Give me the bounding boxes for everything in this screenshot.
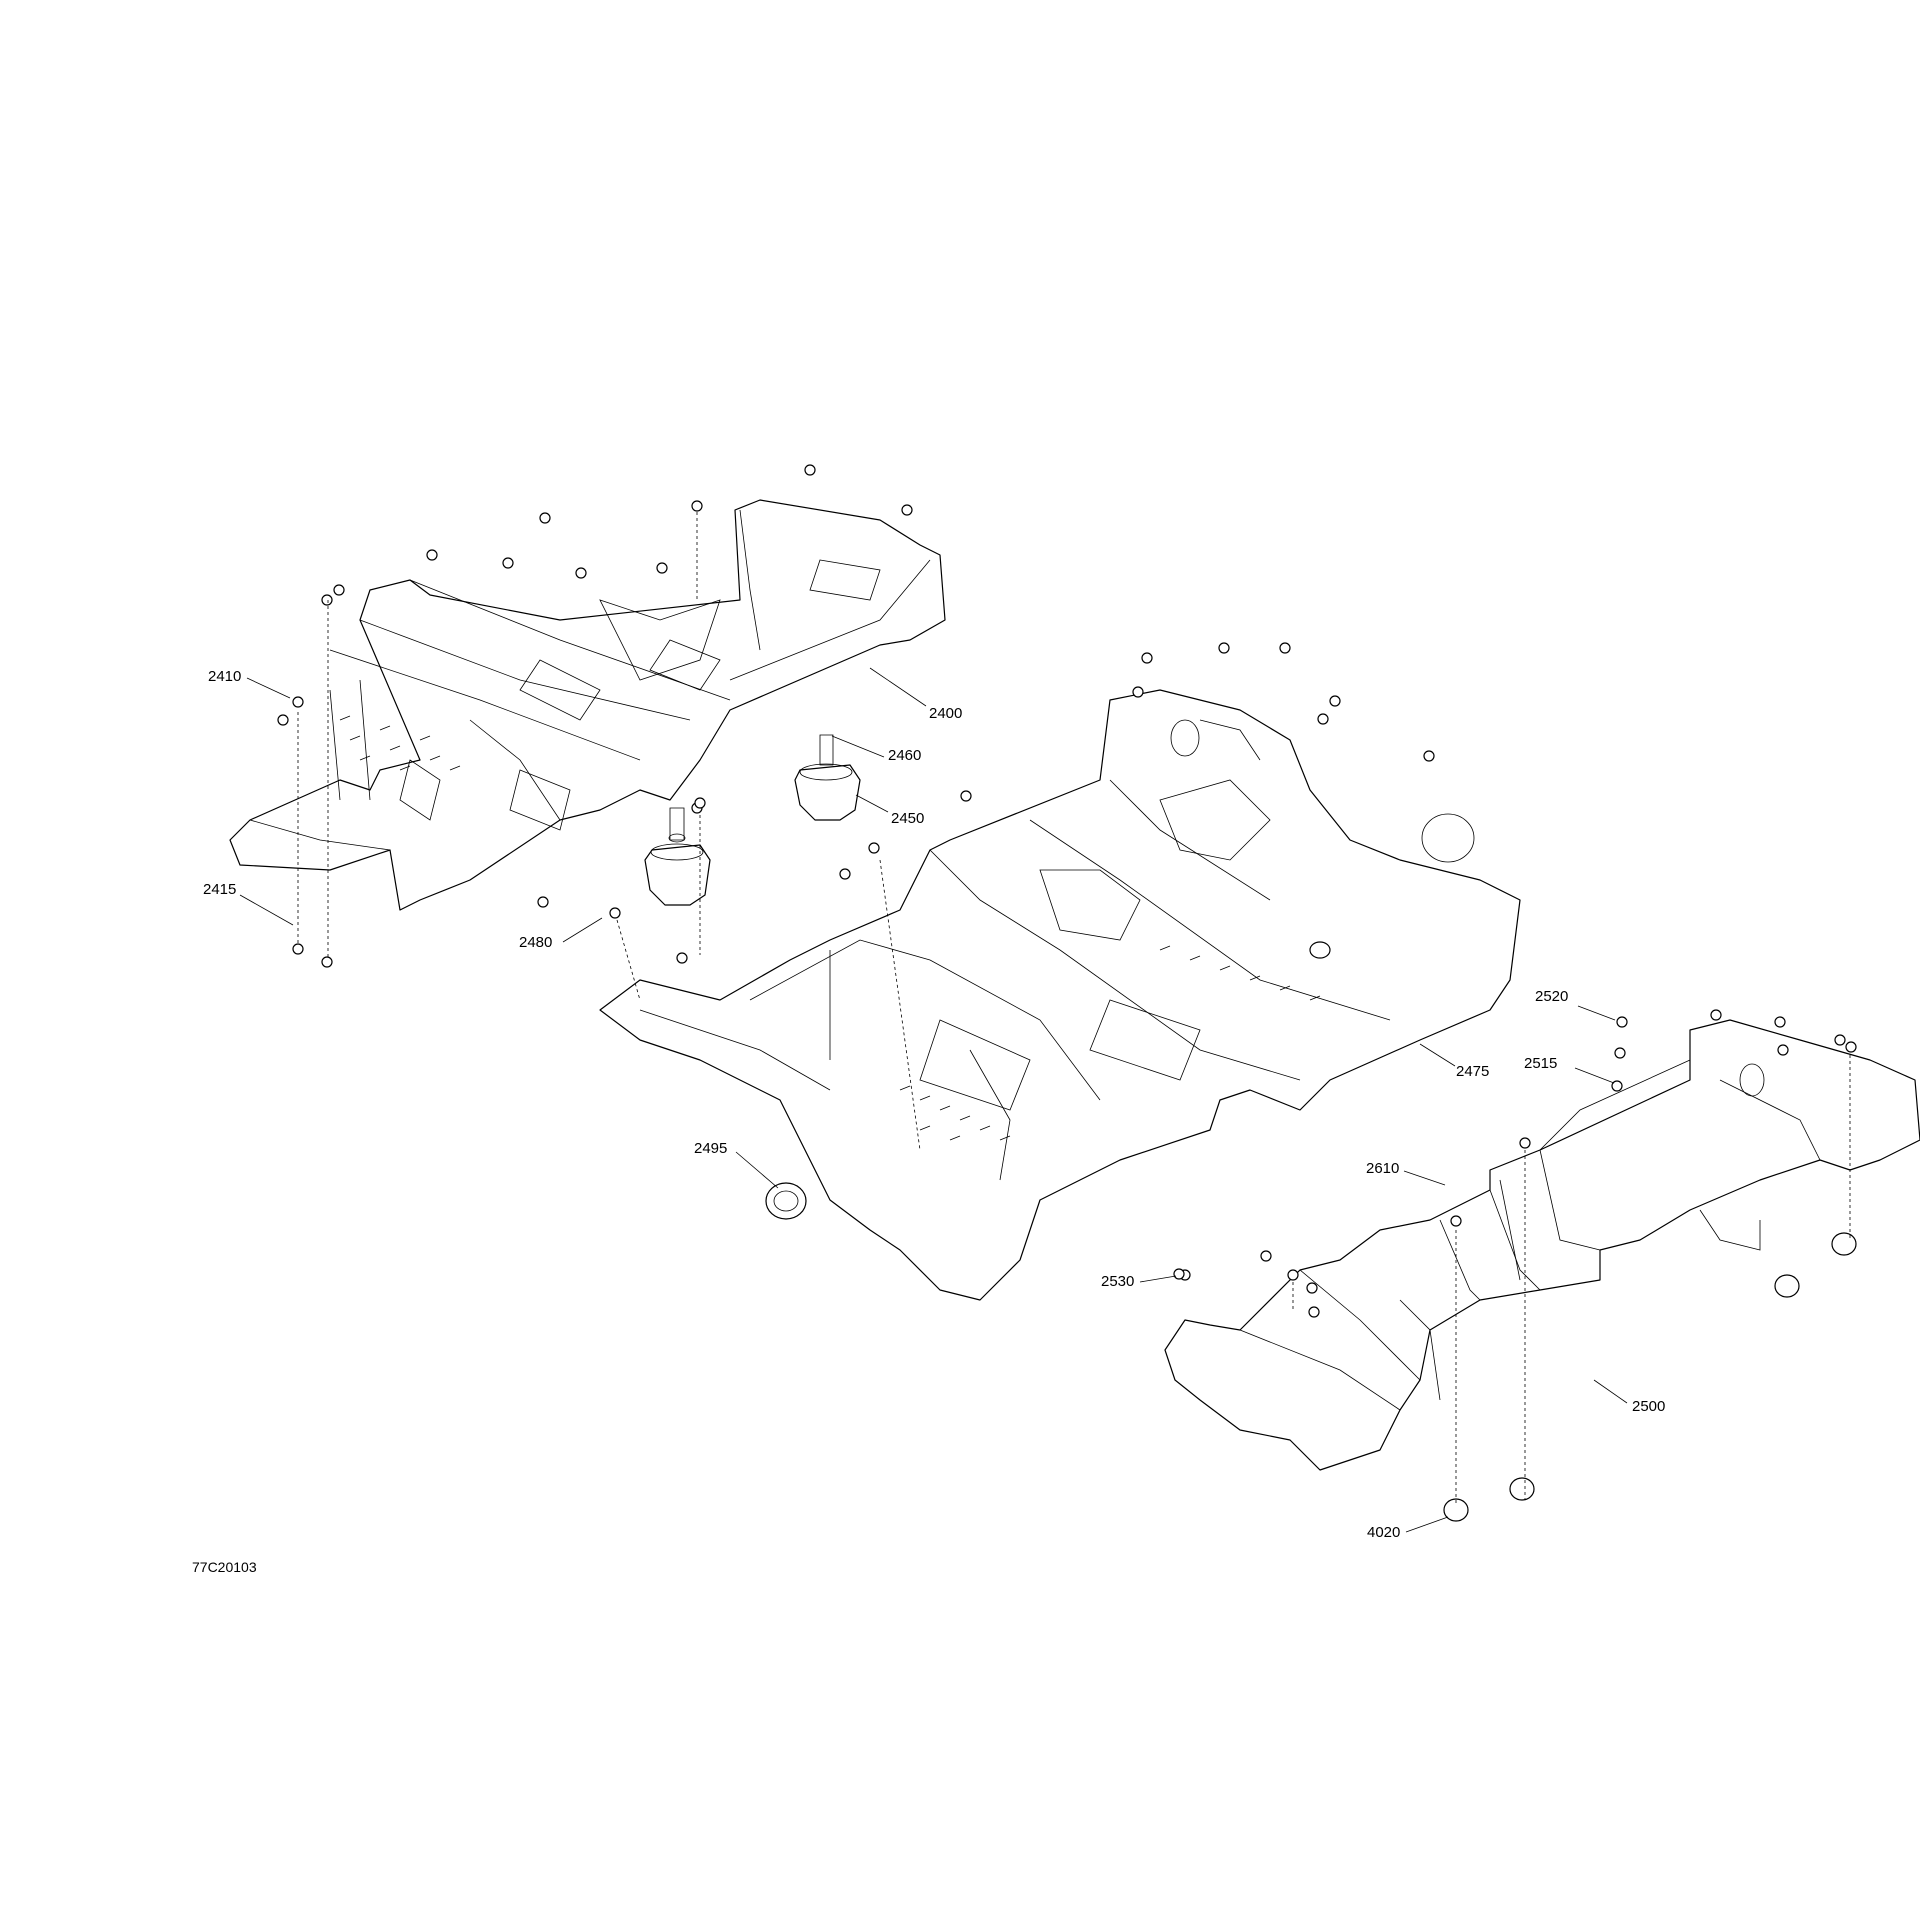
fasteners — [277, 464, 1857, 1318]
drawing-id: 77C20103 — [192, 1559, 257, 1575]
callout-leaders — [239, 667, 1628, 1533]
callout-2515: 2515 — [1524, 1055, 1557, 1072]
front-floor-panel — [1164, 1019, 1920, 1471]
callout-2475: 2475 — [1456, 1063, 1489, 1080]
callout-labels: 2410 2400 2460 2450 2415 2480 2475 2520 … — [203, 668, 1665, 1541]
mounting-bumpers — [644, 734, 861, 906]
callout-2415: 2415 — [203, 881, 236, 898]
callout-2480: 2480 — [519, 934, 552, 951]
callout-2450: 2450 — [891, 810, 924, 827]
rear-floor-panel — [229, 499, 946, 911]
center-floor-panel — [599, 689, 1521, 1301]
callout-2610: 2610 — [1366, 1160, 1399, 1177]
callout-2400: 2400 — [929, 705, 962, 722]
callout-2530: 2530 — [1101, 1273, 1134, 1290]
callout-2410: 2410 — [208, 668, 241, 685]
grommets — [765, 1182, 1857, 1522]
callout-2460: 2460 — [888, 747, 921, 764]
callout-4020: 4020 — [1367, 1524, 1400, 1541]
callout-2520: 2520 — [1535, 988, 1568, 1005]
assembly-lines — [297, 512, 1851, 1505]
callout-2500: 2500 — [1632, 1398, 1665, 1415]
callout-2495: 2495 — [694, 1140, 727, 1157]
